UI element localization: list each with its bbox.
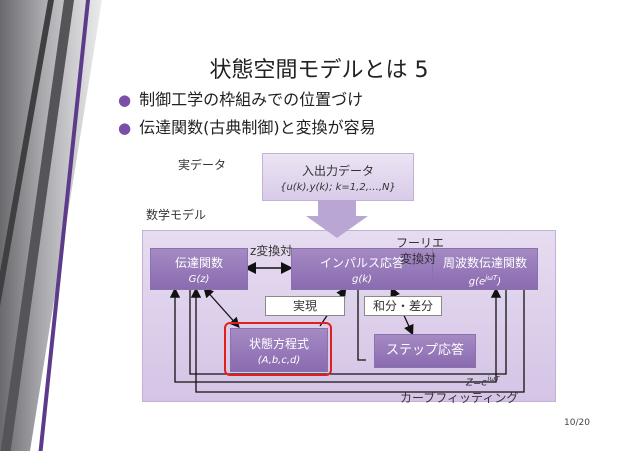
real-data-label: 実データ bbox=[178, 158, 227, 172]
highlight-frame bbox=[224, 322, 332, 376]
frequency-transfer-title: 周波数伝達関数 bbox=[442, 256, 527, 270]
down-arrow-icon bbox=[306, 200, 368, 238]
page-number: 10/20 bbox=[564, 418, 590, 428]
slide-title: 状態空間モデルとは 5 bbox=[209, 58, 429, 83]
transfer-function-box: 伝達関数 G(z) bbox=[150, 248, 248, 290]
io-data-title: 入出力データ bbox=[301, 164, 374, 178]
bullet-text: 伝達関数(古典制御)と変換が容易 bbox=[139, 118, 376, 137]
math-model-label: 数学モデル bbox=[146, 208, 207, 222]
step-response-box: ステップ応答 bbox=[374, 334, 476, 368]
curve-fitting-label: カーブフィッティング bbox=[400, 391, 519, 405]
fourier-label: フーリエ bbox=[396, 236, 445, 250]
impulse-response-title: インパルス応答 bbox=[319, 256, 404, 270]
sum-diff-label: 和分・差分 bbox=[364, 296, 442, 316]
frequency-transfer-box: 周波数伝達関数 g(ejωT) bbox=[432, 248, 538, 290]
fourier-pair-label: 変換対 bbox=[400, 252, 437, 266]
realization-label: 実現 bbox=[265, 296, 345, 316]
io-data-sub: {u(k),y(k); k=1,2,…,N} bbox=[280, 182, 396, 193]
impulse-response-sub: g(k) bbox=[352, 274, 372, 285]
transfer-function-title: 伝達関数 bbox=[174, 256, 223, 270]
z-transform-label: z変換対 bbox=[250, 244, 293, 258]
state-equation-title: 状態方程式 bbox=[248, 337, 309, 351]
bullet-item: ● 伝達関数(古典制御)と変換が容易 bbox=[118, 114, 376, 138]
bullet-icon: ● bbox=[118, 91, 132, 109]
frequency-sub-base: g(e bbox=[468, 276, 486, 288]
transfer-function-sub: G(z) bbox=[188, 274, 210, 285]
frequency-sub-sup: jωT bbox=[485, 274, 498, 282]
state-equation-box: 状態方程式 (A,b,c,d) bbox=[230, 328, 328, 372]
z-equation-label: Z=ejωT bbox=[466, 375, 499, 388]
bullet-item: ● 制御工学の枠組みでの位置づけ bbox=[118, 86, 363, 110]
z-equation-base: Z=e bbox=[466, 377, 488, 389]
impulse-response-box: インパルス応答 g(k) bbox=[291, 248, 433, 290]
bullet-text: 制御工学の枠組みでの位置づけ bbox=[139, 90, 364, 109]
bullet-icon: ● bbox=[118, 119, 132, 137]
frequency-transfer-sub: g(ejωT) bbox=[433, 274, 537, 287]
io-data-box: 入出力データ {u(k),y(k); k=1,2,…,N} bbox=[262, 153, 414, 201]
frequency-sub-end: ) bbox=[497, 276, 502, 288]
z-equation-sup: jωT bbox=[487, 375, 500, 383]
state-equation-sub: (A,b,c,d) bbox=[257, 355, 301, 366]
